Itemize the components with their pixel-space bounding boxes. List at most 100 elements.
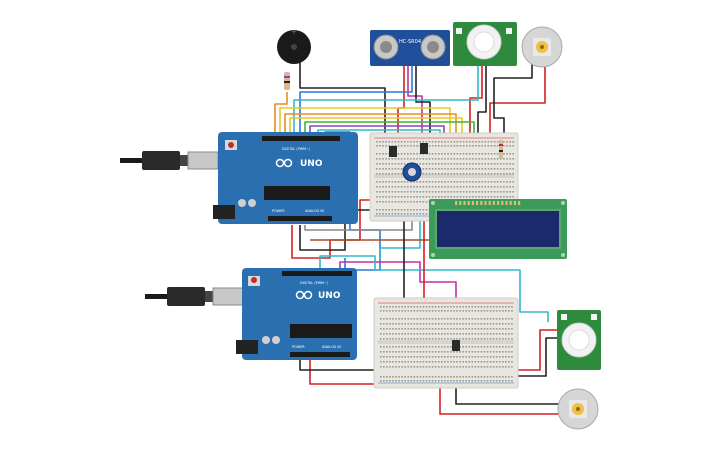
breadboard-hole	[462, 338, 464, 340]
breadboard-hole	[512, 145, 514, 147]
breadboard-hole	[477, 338, 480, 340]
resistor-buzzer	[284, 72, 290, 90]
breadboard-hole	[456, 168, 459, 170]
wire-hc-echo-blue	[299, 66, 413, 133]
breadboard-hole	[500, 158, 502, 160]
breadboard-hole	[416, 163, 418, 165]
breadboard-hole	[419, 163, 421, 165]
breadboard-hole	[480, 376, 483, 378]
breadboard-hole	[444, 361, 446, 363]
breadboard-hole	[474, 328, 477, 330]
breadboard-hole	[471, 351, 474, 353]
breadboard-hole	[404, 338, 406, 340]
breadboard-hole	[471, 310, 474, 312]
breadboard-hole	[416, 376, 419, 378]
breadboard-hole	[475, 158, 477, 160]
breadboard-hole	[403, 213, 406, 215]
breadboard-hole	[380, 361, 382, 363]
breadboard-hole	[422, 141, 425, 143]
breadboard-hole	[486, 346, 489, 348]
breadboard-hole	[487, 181, 490, 183]
breadboard-hole	[428, 306, 431, 308]
breadboard-hole	[480, 310, 483, 312]
breadboard-hole	[465, 145, 468, 147]
breadboard-hole	[486, 333, 489, 335]
breadboard-hole	[434, 361, 437, 363]
breadboard-hole	[450, 181, 452, 183]
breadboard-hole	[422, 306, 425, 308]
breadboard-hole	[407, 361, 410, 363]
breadboard-hole	[500, 181, 502, 183]
breadboard-hole	[496, 173, 499, 175]
breadboard-hole	[503, 163, 505, 165]
breadboard-hole	[434, 186, 437, 188]
breadboard-hole	[447, 380, 449, 382]
breadboard-hole	[490, 173, 493, 175]
breadboard-hole	[498, 351, 501, 353]
breadboard-hole	[459, 168, 462, 170]
breadboard-hole	[379, 163, 381, 165]
breadboard-hole	[389, 380, 391, 382]
breadboard-hole	[462, 376, 464, 378]
breadboard-hole	[469, 168, 471, 170]
breadboard-hole	[382, 173, 384, 175]
breadboard-hole	[465, 191, 468, 193]
breadboard-hole	[503, 191, 505, 193]
breadboard-hole	[500, 191, 502, 193]
breadboard-hole	[505, 356, 507, 358]
breadboard-hole	[431, 361, 434, 363]
breadboard-hole	[395, 328, 397, 330]
breadboard-hole	[512, 196, 514, 198]
breadboard-hole	[492, 310, 495, 312]
breadboard-hole	[388, 158, 390, 160]
breadboard-hole	[437, 361, 440, 363]
breadboard-hole	[383, 356, 385, 358]
breadboard-hole	[394, 181, 397, 183]
breadboard-hole	[468, 333, 471, 335]
breadboard-hole	[502, 318, 504, 320]
breadboard-hole	[434, 356, 437, 358]
breadboard-hole	[508, 318, 510, 320]
breadboard-hole	[401, 328, 403, 330]
breadboard-hole	[380, 318, 382, 320]
breadboard-hole	[483, 318, 486, 320]
breadboard-hole	[392, 318, 394, 320]
breadboard-hole	[425, 306, 428, 308]
breadboard-hole	[394, 201, 397, 203]
breadboard-hole	[447, 153, 449, 155]
breadboard-hole	[481, 153, 483, 155]
breadboard-hole	[475, 186, 477, 188]
breadboard-hole	[398, 306, 400, 308]
breadboard-hole	[394, 168, 397, 170]
breadboard-hole	[380, 366, 382, 368]
breadboard-hole	[419, 306, 422, 308]
breadboard-hole	[492, 356, 495, 358]
breadboard-hole	[444, 333, 446, 335]
breadboard-hole	[422, 310, 425, 312]
breadboard-hole	[444, 141, 446, 143]
breadboard-hole	[456, 333, 458, 335]
breadboard-hole	[444, 173, 446, 175]
breadboard-hole	[480, 366, 483, 368]
breadboard-hole	[382, 209, 384, 211]
breadboard-hole	[469, 163, 471, 165]
breadboard-hole	[431, 168, 434, 170]
ultrasonic-sensor: HC-SR04	[370, 30, 450, 66]
breadboard-hole	[441, 145, 443, 147]
breadboard-hole	[459, 346, 461, 348]
breadboard-hole	[481, 173, 483, 175]
arduino-bottom-power-label: POWER	[292, 345, 305, 349]
breadboard-hole	[431, 153, 434, 155]
breadboard-hole	[471, 376, 474, 378]
breadboard-hole	[413, 366, 416, 368]
breadboard-hole	[397, 145, 400, 147]
breadboard-hole	[447, 361, 449, 363]
breadboard-hole	[474, 351, 477, 353]
breadboard-hole	[480, 351, 483, 353]
breadboard-hole	[483, 376, 486, 378]
breadboard-hole	[477, 356, 480, 358]
breadboard-hole	[511, 323, 513, 325]
breadboard-hole	[444, 318, 446, 320]
breadboard-hole	[422, 186, 425, 188]
wire-motor-bot-red	[439, 385, 562, 415]
